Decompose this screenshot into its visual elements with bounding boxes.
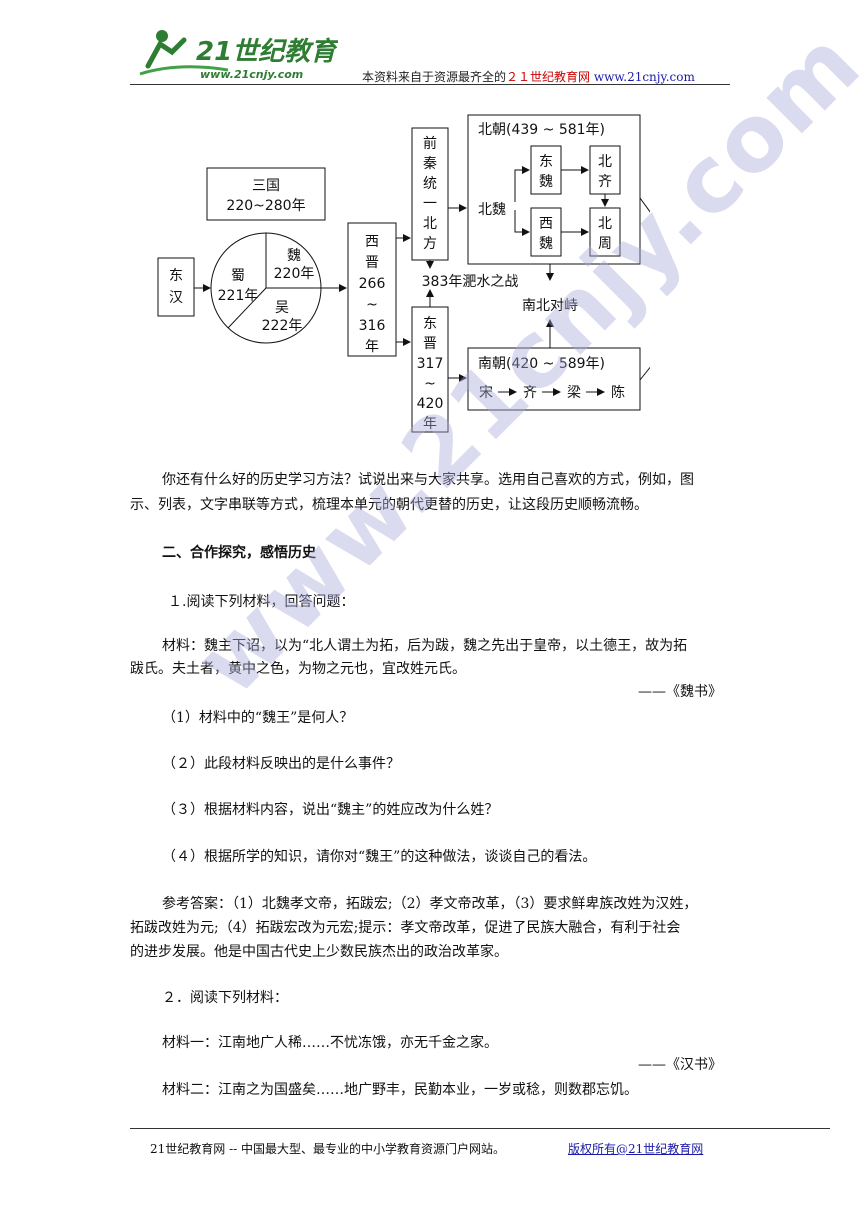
- arrow-beiwei-xiwei: [514, 210, 530, 236]
- q1-answer-line-3: 的进步发展。他是中国古代史上少数民族杰出的政治改革家。: [130, 944, 508, 960]
- xijin-label-3: ~: [366, 297, 378, 313]
- qianqin-label-4: 北: [423, 216, 437, 232]
- qianqin-label-5: 方: [423, 236, 437, 252]
- beichao-title: 北朝(439 ~ 581年): [478, 122, 605, 138]
- beiqi-label-0: 北: [598, 154, 612, 170]
- q1-sub-4: （４）根据所学的知识，请你对“魏王”的这种做法，谈谈自己的看法。: [162, 849, 597, 865]
- xijin-label-4: 316: [359, 318, 386, 334]
- nanchao-dynasty-0: 宋: [479, 385, 493, 401]
- beiqi-label-1: 齐: [598, 174, 612, 190]
- qianqin-label-2: 统: [423, 176, 437, 192]
- q2-intro: ２．阅读下列材料：: [162, 990, 288, 1006]
- donghan-label-2: 汉: [169, 290, 183, 306]
- q2-material-1: 材料一：江南地广人稀……不忧冻饿，亦无千金之家。: [162, 1035, 498, 1051]
- site-logo: 21世纪教育 www.21cnjy.com: [139, 30, 338, 81]
- xiwei-label-1: 魏: [539, 236, 553, 252]
- xijin-label-0: 西: [365, 234, 379, 250]
- sui-bracket: [639, 197, 650, 381]
- header-note-brand[interactable]: ２１世纪教育网: [506, 70, 591, 84]
- section-heading: 二、合作探究，感悟历史: [162, 545, 316, 561]
- beichao-box: [467, 114, 641, 265]
- q1-intro: １.阅读下列材料，回答问题：: [168, 594, 355, 610]
- nanchao-dynasty-2: 梁: [567, 385, 581, 401]
- wu-year: 222年: [262, 318, 303, 334]
- wei-label: 魏: [287, 248, 301, 264]
- q1-material-line-2: 跋氏。夫土者，黄中之色，为物之元也，宜改姓元氏。: [130, 661, 466, 677]
- footer-left-text: 21世纪教育网 -- 中国最大型、最专业的中小学教育资源门户网站。: [150, 1142, 506, 1156]
- shu-year: 221年: [218, 288, 259, 304]
- logo-swoosh: [139, 65, 229, 76]
- footer-rule: [130, 1128, 830, 1129]
- dongjin-label-0: 东: [423, 316, 437, 332]
- q2-material-2: 材料二：江南之为国盛矣……地广野丰，民勤本业，一岁或稔，则数郡忘饥。: [162, 1082, 638, 1098]
- nanchao-dynasty-1: 齐: [523, 385, 537, 401]
- intro-line-2: 示、列表，文字串联等方式，梳理本单元的朝代更替的历史，让这段历史顺畅流畅。: [130, 497, 648, 513]
- intro-line-1: 你还有什么好的历史学习方法？试说出来与大家共享。选用自己喜欢的方式，例如，图: [162, 472, 694, 488]
- qianqin-label-3: 一: [423, 196, 437, 212]
- q1-sub-3: （３）根据材料内容，说出“魏主”的姓应改为什么姓？: [162, 802, 499, 818]
- beizhou-label-0: 北: [598, 216, 612, 232]
- header-note-url[interactable]: www.21cnjy.com: [593, 70, 695, 84]
- dongjin-label-5: 年: [423, 416, 437, 432]
- wu-label: 吴: [275, 300, 289, 316]
- dongwei-label-0: 东: [539, 154, 553, 170]
- q1-sub-1: （1）材料中的“魏王”是何人？: [162, 710, 354, 726]
- xijin-label-1: 晋: [365, 255, 379, 271]
- dongjin-label-3: ~: [424, 376, 436, 392]
- logo-text: 21世纪教育: [196, 37, 338, 67]
- header-note-prefix: 本资料来自于资源最齐全的: [362, 70, 507, 84]
- dynasty-diagram: 三国 220~280年 东 汉 魏 220年 蜀 221年 吴 222年 西晋2…: [157, 114, 650, 433]
- shu-label: 蜀: [231, 268, 245, 284]
- q1-source: ——《魏书》: [638, 684, 722, 700]
- q1-sub-2: （２）此段材料反映出的是什么事件？: [162, 756, 400, 772]
- qianqin-label-0: 前: [423, 135, 437, 152]
- footer-copyright-link[interactable]: 版权所有@21世纪教育网: [568, 1142, 704, 1156]
- dongjin-label-4: 420: [417, 396, 444, 412]
- header-rule: [130, 84, 730, 85]
- qianqin-label-1: 秦: [423, 156, 437, 172]
- dongjin-label-2: 317: [417, 356, 444, 372]
- xijin-label-2: 266: [359, 276, 386, 292]
- donghan-label-1: 东: [169, 268, 183, 284]
- nanchao-dynasty-3: 陈: [611, 384, 625, 401]
- logo-url: www.21cnjy.com: [200, 68, 303, 81]
- xiwei-label-0: 西: [539, 216, 553, 232]
- sanguo-title: 三国: [252, 178, 280, 194]
- dongwei-label-1: 魏: [539, 174, 553, 190]
- xijin-box: [347, 222, 397, 357]
- wei-year: 220年: [274, 266, 315, 282]
- xijin-label-5: 年: [365, 339, 379, 355]
- q1-answer-line-1: 参考答案：（1）北魏孝文帝，拓跋宏;（2）孝文帝改革，（3）要求鲜卑族改姓为汉姓…: [162, 896, 698, 912]
- logo-figure-head: [156, 30, 168, 42]
- q1-material-line-1: 材料：魏主下诏，以为“北人谓土为拓，后为跋，魏之先出于皇帝，以土德王，故为拓: [162, 638, 688, 654]
- q1-answer-line-2: 拓跋改姓为元;（4）拓跋宏改为元宏;提示：孝文帝改革，促进了民族大融合，有利于社…: [130, 920, 681, 936]
- sanguo-years: 220~280年: [226, 198, 305, 214]
- nanbei-label: 南北对峙: [522, 298, 578, 314]
- beizhou-label-1: 周: [598, 236, 612, 252]
- logo-figure-icon: [145, 37, 187, 69]
- battle-label: 383年淝水之战: [422, 274, 519, 290]
- beiwei-label: 北魏: [478, 202, 506, 218]
- q2-source-1: ——《汉书》: [638, 1057, 722, 1073]
- donghan-box: [157, 257, 195, 317]
- arrow-beiwei-dongwei: [514, 166, 530, 202]
- sanguo-box: [206, 167, 326, 221]
- nanchao-title: 南朝(420 ~ 589年): [478, 356, 605, 372]
- beizhou-box: [589, 207, 621, 257]
- nanchao-box: [467, 347, 641, 411]
- dongjin-label-1: 晋: [423, 336, 437, 352]
- header-note: 本资料来自于资源最齐全的２１世纪教育网 www.21cnjy.com: [362, 68, 695, 85]
